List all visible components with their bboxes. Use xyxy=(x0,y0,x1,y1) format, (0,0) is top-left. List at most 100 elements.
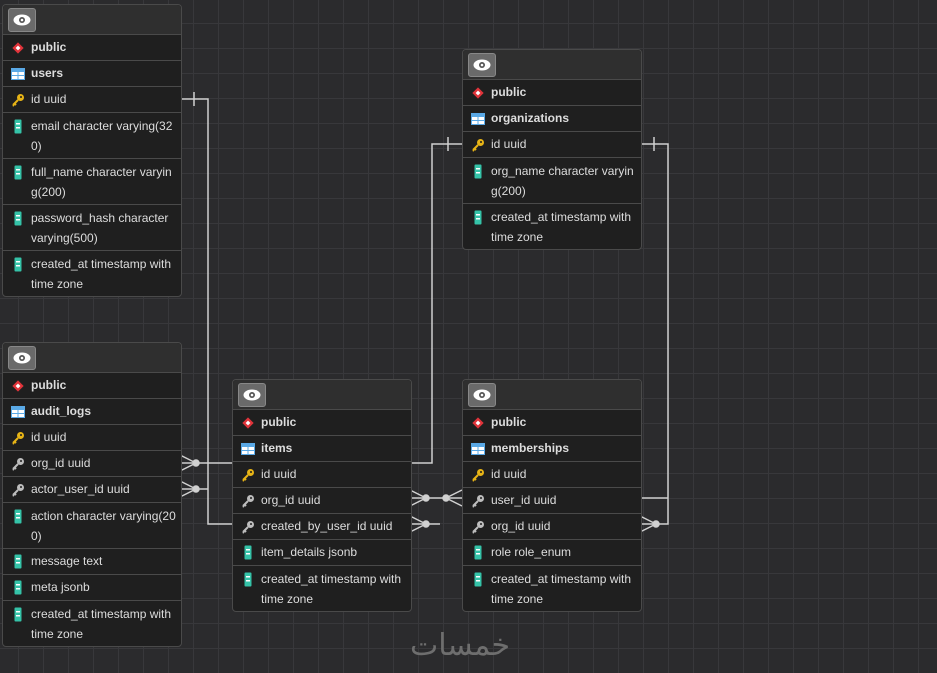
column-label: created_at timestamp with time zone xyxy=(31,607,172,641)
column-label: created_at timestamp with time zone xyxy=(491,210,632,244)
eye-icon[interactable] xyxy=(8,8,36,32)
row-label: public xyxy=(261,415,297,429)
column-icon xyxy=(241,569,255,589)
link-items-memberships[interactable] xyxy=(409,489,463,507)
column-label: actor_user_id uuid xyxy=(31,482,130,496)
column-row[interactable]: actor_user_id uuid xyxy=(3,477,181,503)
table-header-row[interactable]: public xyxy=(3,373,181,399)
column-row[interactable]: org_id uuid xyxy=(463,514,641,540)
column-label: id uuid xyxy=(31,92,67,106)
table-header-row[interactable]: audit_logs xyxy=(3,399,181,425)
schema-icon xyxy=(471,85,485,100)
column-row[interactable]: message text xyxy=(3,549,181,575)
row-label: public xyxy=(491,415,527,429)
foreign-key-icon xyxy=(471,493,485,508)
foreign-key-icon xyxy=(11,456,25,471)
link-items-created-by[interactable] xyxy=(409,515,440,533)
table-header[interactable] xyxy=(463,50,641,80)
table-memberships[interactable]: public memberships id uuid user_id uuid org_… xyxy=(462,379,642,612)
table-header-row[interactable]: items xyxy=(233,436,411,462)
foreign-key-icon xyxy=(471,519,485,534)
primary-key-icon xyxy=(11,92,25,107)
row-label: public xyxy=(31,40,67,54)
table-header-row[interactable]: public xyxy=(233,410,411,436)
column-row[interactable]: id uuid xyxy=(3,425,181,451)
schema-icon xyxy=(11,378,25,393)
column-row[interactable]: org_id uuid xyxy=(3,451,181,477)
table-header-row[interactable]: organizations xyxy=(463,106,641,132)
table-organizations[interactable]: public organizations id uuid org_name chara… xyxy=(462,49,642,250)
link-organizations-items[interactable] xyxy=(410,137,462,464)
column-row[interactable]: full_name character varying(200) xyxy=(3,159,181,205)
column-label: org_name character varying(200) xyxy=(491,164,634,198)
link-organizations-memberships[interactable] xyxy=(639,137,669,533)
column-row[interactable]: created_at timestamp with time zone xyxy=(3,601,181,646)
column-icon xyxy=(11,604,25,624)
column-row[interactable]: action character varying(200) xyxy=(3,503,181,549)
column-label: meta jsonb xyxy=(31,580,90,594)
column-row[interactable]: created_by_user_id uuid xyxy=(233,514,411,540)
eye-icon[interactable] xyxy=(238,383,266,407)
eye-icon[interactable] xyxy=(468,383,496,407)
column-row[interactable]: id uuid xyxy=(463,132,641,158)
column-label: email character varying(320) xyxy=(31,119,173,153)
row-label: organizations xyxy=(491,111,570,125)
column-label: created_at timestamp with time zone xyxy=(31,257,172,291)
column-row[interactable]: id uuid xyxy=(463,462,641,488)
link-items-audit-logs[interactable] xyxy=(179,454,232,472)
table-header-row[interactable]: public xyxy=(3,35,181,61)
table-header[interactable] xyxy=(233,380,411,410)
column-label: role role_enum xyxy=(491,545,572,559)
link-users-audit-logs[interactable] xyxy=(179,480,208,498)
column-row[interactable]: created_at timestamp with time zone xyxy=(463,566,641,611)
foreign-key-icon xyxy=(241,493,255,508)
column-row[interactable]: email character varying(320) xyxy=(3,113,181,159)
column-label: action character varying(200) xyxy=(31,509,176,543)
column-label: id uuid xyxy=(491,137,527,151)
column-icon xyxy=(11,254,25,274)
table-header[interactable] xyxy=(3,343,181,373)
link-users-items[interactable] xyxy=(180,92,232,525)
eye-icon[interactable] xyxy=(8,346,36,370)
eye-icon[interactable] xyxy=(468,53,496,77)
column-row[interactable]: meta jsonb xyxy=(3,575,181,601)
table-header-row[interactable]: memberships xyxy=(463,436,641,462)
foreign-key-icon xyxy=(241,519,255,534)
row-label: items xyxy=(261,441,293,455)
column-label: item_details jsonb xyxy=(261,545,358,559)
row-label: memberships xyxy=(491,441,570,455)
table-users[interactable]: public users id uuid email character varyin… xyxy=(2,4,182,297)
column-row[interactable]: org_name character varying(200) xyxy=(463,158,641,204)
watermark-logo: خمسات xyxy=(410,628,511,663)
column-icon xyxy=(471,545,485,560)
primary-key-icon xyxy=(471,137,485,152)
table-icon xyxy=(11,66,25,81)
table-header-row[interactable]: users xyxy=(3,61,181,87)
foreign-key-icon xyxy=(11,482,25,497)
column-row[interactable]: password_hash character varying(500) xyxy=(3,205,181,251)
table-header[interactable] xyxy=(463,380,641,410)
column-row[interactable]: created_at timestamp with time zone xyxy=(233,566,411,611)
primary-key-icon xyxy=(241,467,255,482)
column-row[interactable]: id uuid xyxy=(3,87,181,113)
column-label: full_name character varying(200) xyxy=(31,165,172,199)
column-icon xyxy=(11,208,25,228)
column-row[interactable]: created_at timestamp with time zone xyxy=(3,251,181,296)
column-row[interactable]: item_details jsonb xyxy=(233,540,411,566)
column-label: org_id uuid xyxy=(31,456,91,470)
column-label: id uuid xyxy=(31,430,67,444)
column-row[interactable]: created_at timestamp with time zone xyxy=(463,204,641,249)
table-header-row[interactable]: public xyxy=(463,410,641,436)
table-icon xyxy=(471,441,485,456)
column-row[interactable]: org_id uuid xyxy=(233,488,411,514)
column-row[interactable]: user_id uuid xyxy=(463,488,641,514)
column-row[interactable]: id uuid xyxy=(233,462,411,488)
column-row[interactable]: role role_enum xyxy=(463,540,641,566)
column-label: user_id uuid xyxy=(491,493,557,507)
table-header[interactable] xyxy=(3,5,181,35)
column-label: created_by_user_id uuid xyxy=(261,519,393,533)
table-header-row[interactable]: public xyxy=(463,80,641,106)
